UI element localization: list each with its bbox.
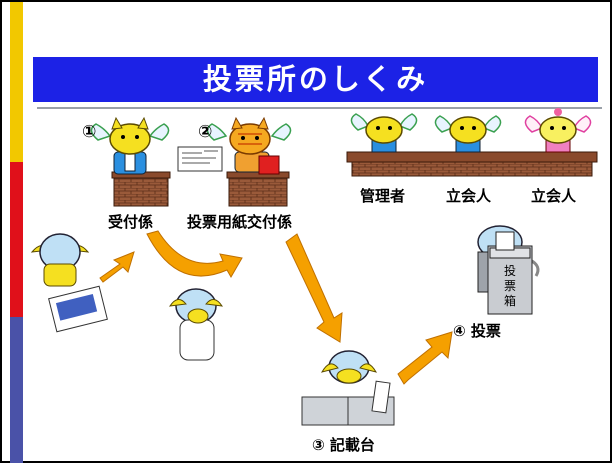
reception-desk [111,171,171,207]
voter-icon [30,233,108,333]
voting-label: ④ 投票 [453,322,501,340]
ballot-box-icon: 投 票 箱 [477,225,540,315]
manager-label: 管理者 [360,187,406,205]
ballot-paper-icon [177,146,223,172]
arrow-icon [285,233,343,343]
ballot-box-label-3: 箱 [504,293,516,308]
page-title: 投票所のしくみ [33,57,598,102]
mascot-witness-icon [524,108,592,153]
arrow-icon [99,251,135,283]
title-divider [37,107,602,109]
ballot-issuer-desk [226,171,290,207]
witness-1-label: 立会人 [446,187,492,205]
head-table [346,151,598,177]
witness-2-label: 立会人 [531,187,577,205]
mascot-receptionist-icon [90,116,170,175]
accent-bar-blue [10,317,23,463]
writing-desk-icon [301,350,395,426]
step-2-number: ② [198,122,213,142]
writing-desk-label: ③ 記載台 [312,436,375,454]
mascot-ballot-issuer-icon [206,116,292,175]
ballot-issuer-label: 投票用紙交付係 [187,213,293,231]
arrow-icon [146,230,243,279]
accent-bar-red [10,162,23,317]
step-1-number: ① [82,122,97,142]
ballot-box-label-1: 投 [504,263,516,278]
reception-label: 受付係 [108,213,154,231]
ballot-box-label-2: 票 [504,279,516,293]
voter-icon [168,288,224,361]
accent-bar-yellow [10,2,23,162]
arrow-icon [397,331,453,385]
mascot-manager-icon [350,113,418,153]
mascot-witness-icon [434,115,502,153]
